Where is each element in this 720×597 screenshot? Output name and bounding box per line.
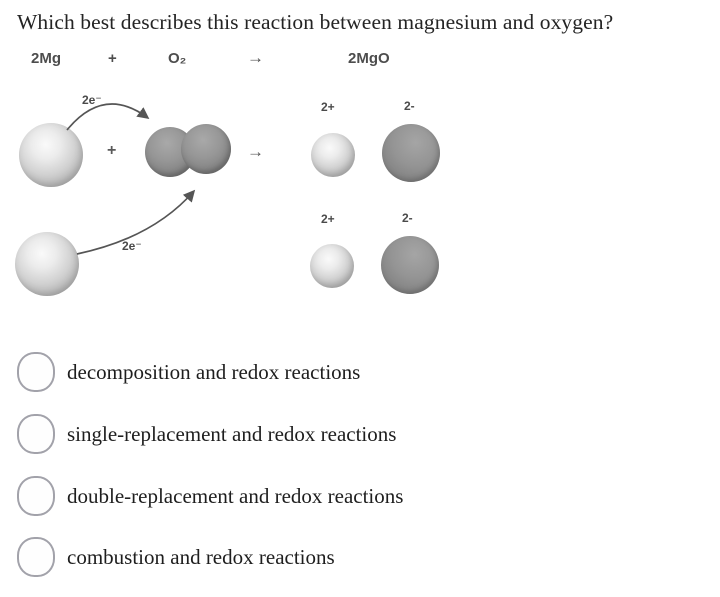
option-label: single-replacement and redox reactions	[67, 421, 397, 446]
radio-button-combustion[interactable]	[17, 537, 55, 577]
mg-cation-sphere-bottom	[310, 244, 354, 288]
electron-label-bottom: 2e⁻	[122, 239, 142, 253]
mg-atom-sphere-top	[19, 123, 83, 187]
equation-term-2mgo: 2MgO	[348, 50, 390, 67]
equation-term-o2: O₂	[168, 50, 187, 67]
answer-option-combustion[interactable]: combustion and redox reactions	[0, 536, 520, 578]
mg-atom-sphere-bottom	[15, 232, 79, 296]
radio-button-single-replacement[interactable]	[17, 414, 55, 454]
option-label: double-replacement and redox reactions	[67, 483, 404, 508]
answer-option-single-replacement[interactable]: single-replacement and redox reactions	[0, 413, 520, 455]
option-label: combustion and redox reactions	[67, 544, 335, 569]
equation-yields-arrow: →	[247, 48, 264, 67]
o-ion-charge-label-bottom: 2-	[402, 211, 413, 225]
question-title: Which best describes this reaction betwe…	[17, 10, 614, 34]
o-anion-sphere-bottom	[381, 236, 439, 294]
answer-option-double-replacement[interactable]: double-replacement and redox reactions	[0, 475, 520, 517]
option-label: decomposition and redox reactions	[67, 359, 361, 384]
mg-ion-charge-label-top: 2+	[321, 100, 335, 114]
o-ion-charge-label-top: 2-	[404, 99, 415, 113]
equation-term-2mg: 2Mg	[31, 50, 61, 67]
diagram-plus-sign: +	[107, 142, 117, 159]
mg-ion-charge-label-bottom: 2+	[321, 212, 335, 226]
electron-arrow-bottom	[76, 189, 196, 255]
o-anion-sphere-top	[382, 124, 440, 182]
o2-molecule-right-sphere	[181, 124, 231, 174]
diagram-yields-arrow: →	[247, 142, 264, 161]
radio-button-decomposition[interactable]	[17, 352, 55, 392]
answer-option-decomposition[interactable]: decomposition and redox reactions	[0, 351, 520, 393]
electron-transfer-arrows	[66, 103, 196, 255]
electron-arrow-top	[66, 103, 150, 131]
electron-label-top: 2e⁻	[82, 93, 102, 107]
mg-cation-sphere-top	[311, 133, 355, 177]
radio-button-double-replacement[interactable]	[17, 476, 55, 516]
equation-plus-sign: +	[108, 50, 117, 67]
